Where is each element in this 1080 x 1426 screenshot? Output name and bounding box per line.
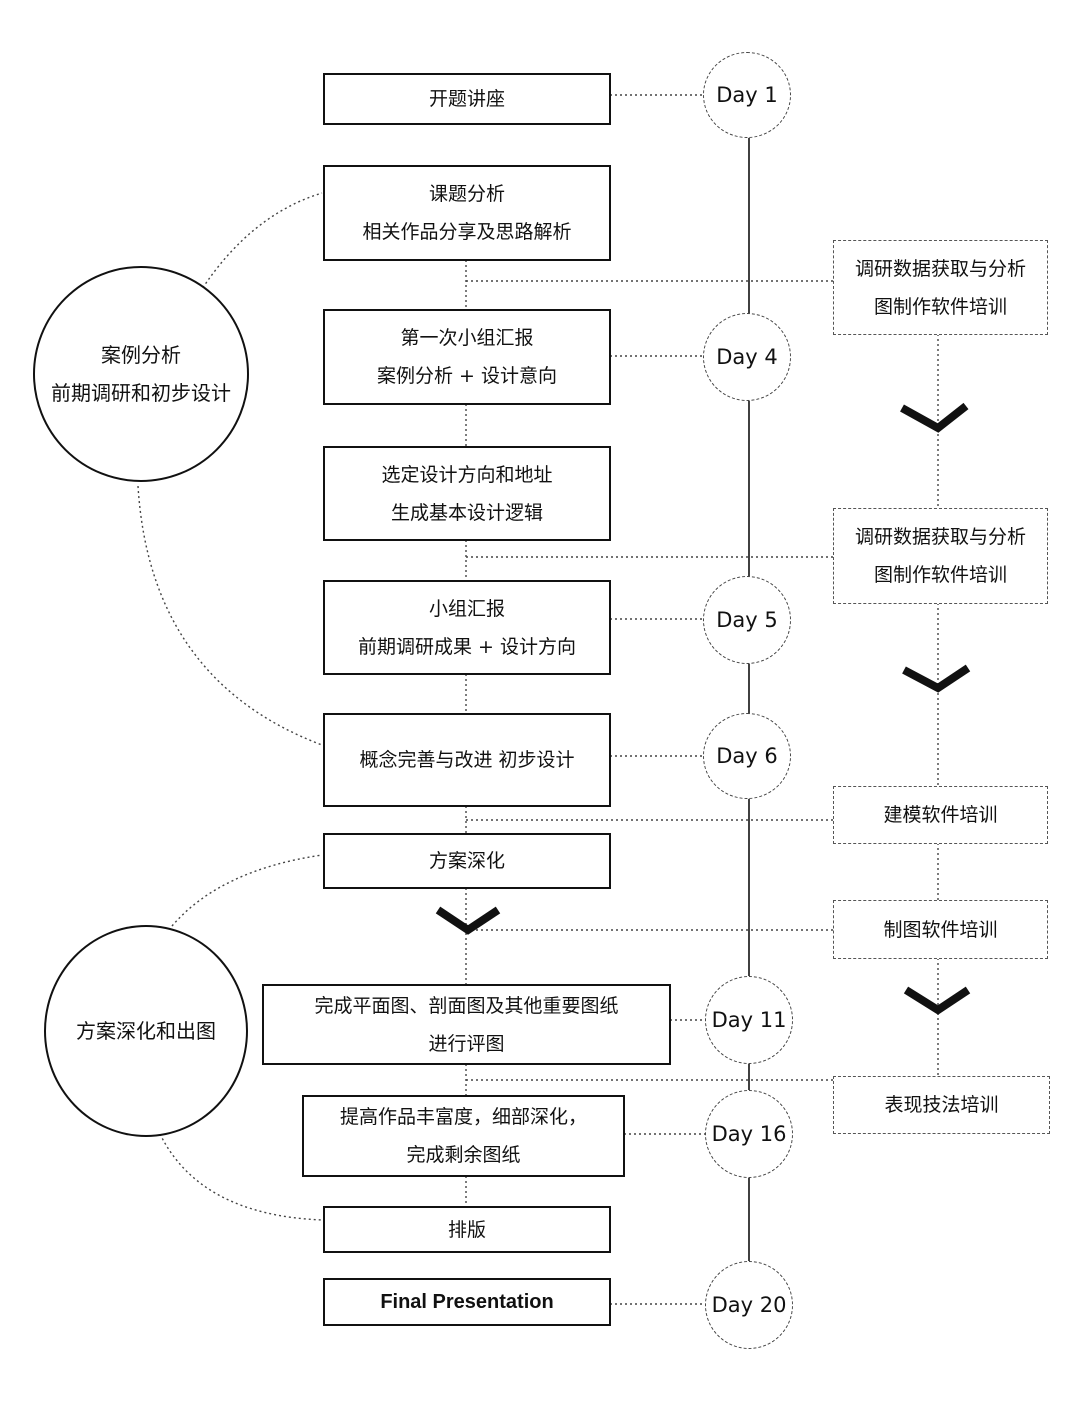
chevron-down-icon: [903, 986, 971, 1015]
day-marker: Day 4: [703, 313, 791, 401]
task-keti: 课题分析 相关作品分享及思路解析: [323, 165, 611, 261]
chevron-down-icon: [902, 664, 971, 693]
training-box: 调研数据获取与分析 图制作软件培训: [833, 508, 1048, 604]
training-box: 制图软件培训: [833, 900, 1048, 959]
day-marker: Day 20: [705, 1261, 793, 1349]
phase-arc: [137, 485, 323, 746]
day-marker: Day 11: [705, 976, 793, 1064]
task-enrich: 提高作品丰富度，细部深化， 完成剩余图纸: [302, 1095, 625, 1177]
day-marker: Day 1: [703, 52, 791, 138]
task-drawings: 完成平面图、剖面图及其他重要图纸 进行评图: [262, 984, 671, 1065]
task-concept: 概念完善与改进 初步设计: [323, 713, 611, 807]
task-final: Final Presentation: [323, 1278, 611, 1326]
phase-arc: [171, 854, 323, 927]
day-marker: Day 5: [703, 576, 791, 664]
phase-arc: [199, 192, 323, 293]
task-deepen: 方案深化: [323, 833, 611, 889]
task-layout: 排版: [323, 1206, 611, 1253]
chevron-down-icon: [900, 402, 969, 433]
training-box: 调研数据获取与分析 图制作软件培训: [833, 240, 1048, 335]
task-kaiti: 开题讲座: [323, 73, 611, 125]
phase-circle-2: 方案深化和出图: [44, 925, 248, 1137]
day-marker: Day 6: [703, 713, 791, 799]
task-report2: 小组汇报 前期调研成果 + 设计方向: [323, 580, 611, 675]
task-direction: 选定设计方向和地址 生成基本设计逻辑: [323, 446, 611, 541]
training-box: 建模软件培训: [833, 786, 1048, 844]
training-box: 表现技法培训: [833, 1076, 1050, 1134]
phase-circle-1: 案例分析 前期调研和初步设计: [33, 266, 249, 482]
phase-arc: [159, 1133, 323, 1221]
chevron-down-icon: [435, 906, 501, 935]
day-marker: Day 16: [705, 1090, 793, 1178]
task-report1: 第一次小组汇报 案例分析 + 设计意向: [323, 309, 611, 405]
